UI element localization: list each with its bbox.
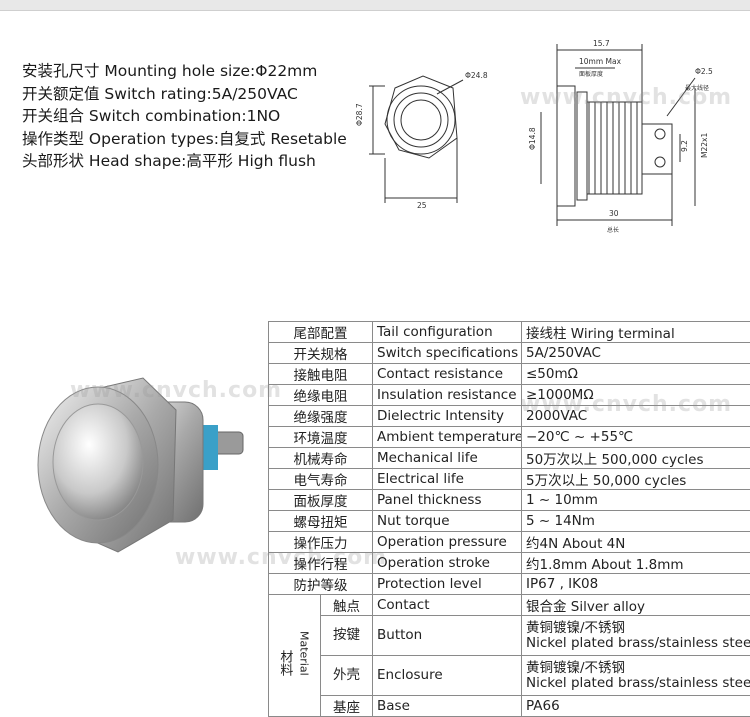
spec-summary: 安装孔尺寸 Mounting hole size:Φ22mm 开关额定值 Swi… <box>22 60 347 173</box>
dim-outer-label: Φ24.8 <box>465 71 488 80</box>
dim-inner-label: Φ14.8 <box>528 127 537 150</box>
watermark-4: www.cnvch.com <box>520 85 732 110</box>
material-en-label: Material <box>297 631 312 676</box>
hex-nut-outline <box>385 76 457 158</box>
dim-hole-label: Φ2.5 <box>695 67 713 76</box>
enclosure-material-en: Nickel plated brass/stainless steel <box>526 676 750 691</box>
button-top <box>53 404 143 520</box>
material-cn-label: 材料 <box>277 650 292 676</box>
material-heading: 材料 Material <box>269 595 321 717</box>
dim-panel-label: 面板厚度 <box>579 70 603 78</box>
bezel-outer-circle <box>387 86 455 154</box>
dim-length-cn-label: 总长 <box>607 226 619 234</box>
button-circle <box>401 100 441 140</box>
enclosure-material-cn: 黄铜镀镍/不锈钢 <box>526 661 750 676</box>
top-border <box>0 0 750 11</box>
table-row: 材料 Material 触点 Contact 银合金 Silver alloy <box>269 595 750 616</box>
spec-rating: 开关额定值 Switch rating:5A/250VAC <box>22 83 347 106</box>
thread-lines <box>589 102 637 194</box>
watermark-1: www.cnvch.com <box>70 378 282 403</box>
dim-pitch-label: 9.2 <box>680 140 689 152</box>
dim-length-label: 30 <box>609 209 619 218</box>
spec-head: 头部形状 Head shape:高平形 High flush <box>22 150 347 173</box>
dim-width-label: 25 <box>417 201 427 210</box>
table-row: 基座 Base PA66 <box>269 696 750 717</box>
bezel-inner-circle <box>394 93 448 147</box>
spec-mounting: 安装孔尺寸 Mounting hole size:Φ22mm <box>22 60 347 83</box>
button-material-cn: 黄铜镀镍/不锈钢 <box>526 621 750 636</box>
dim-thread-label: M22x1 <box>700 133 709 158</box>
button-material-en: Nickel plated brass/stainless steel <box>526 636 750 651</box>
spec-operation: 操作类型 Operation types:自复式 Resetable <box>22 128 347 151</box>
spec-combination: 开关组合 Switch combination:1NO <box>22 105 347 128</box>
dim-total-label: 15.7 <box>593 39 610 48</box>
dim-max-label: 10mm Max <box>579 57 622 66</box>
technical-drawing: Φ24.8 Φ28.7 25 15.7 10mm Max 面板厚度 Φ2.5 最… <box>345 28 745 238</box>
dim-height-label: Φ28.7 <box>355 103 364 126</box>
